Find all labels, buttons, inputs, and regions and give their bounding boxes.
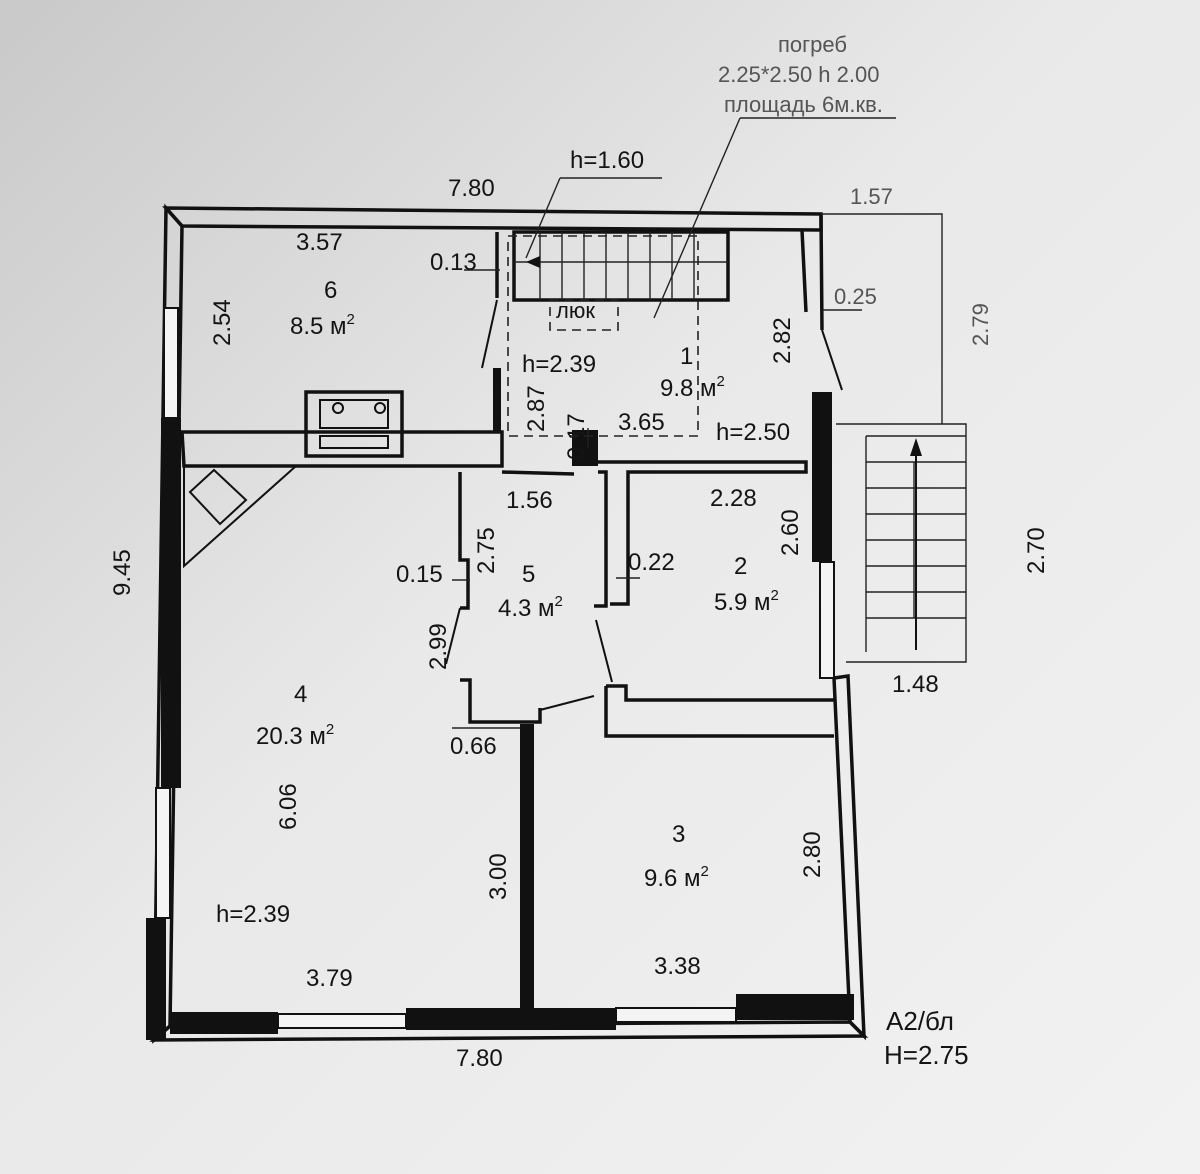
stamp-line-1: А2/бл [886,1006,954,1036]
leader-lines [452,117,896,729]
wall-segment-bottom-2 [406,1008,616,1030]
wall-segment-left [161,418,181,788]
room-1-area: 9.8 м2 [660,373,725,402]
porch [821,213,967,663]
dim-room6-height: 2.54 [209,299,236,346]
dim-partition-height: 3.00 [485,853,512,900]
dim-wall-013: 0.13 [430,249,477,276]
hatch-label: люк [556,298,595,323]
window-right [819,561,835,679]
dim-steps-height: 2.70 [1023,527,1050,574]
wall-segment-bottom-1 [170,1012,278,1034]
dim-room4-height: 6.06 [275,783,302,830]
dim-porch-wall: 0.25 [834,284,877,309]
stove [304,390,404,458]
stamp-line-2: Н=2.75 [884,1040,969,1070]
dim-bottom-width: 7.80 [456,1045,503,1072]
dim-wall-015: 0.15 [396,561,443,588]
room-6-area: 8.5 м2 [290,311,355,340]
dim-top-width: 7.80 [448,175,495,202]
cellar-area: площадь 6м.кв. [724,92,883,117]
hall-height: h=2.50 [716,419,790,446]
dim-room3-width: 3.38 [654,953,701,980]
dim-porch-depth: 2.79 [968,303,993,346]
stair-height-label: h=1.60 [570,147,644,174]
cellar-outline [507,235,699,437]
room-1-height: h=2.39 [522,351,596,378]
dim-porch-width: 1.57 [850,184,893,209]
window-left-lower [155,787,171,919]
room-6-number: 6 [324,277,337,304]
wall-segment-right [812,392,832,562]
room-3-area: 9.6 м2 [644,863,709,892]
dim-corridor-height: 2.75 [473,527,500,574]
room-4-height: h=2.39 [216,901,290,928]
room-3-number: 3 [672,821,685,848]
interior-stairs [512,230,730,302]
dim-room2-height: 2.60 [777,509,804,556]
room-2-area: 5.9 м2 [714,587,779,616]
dim-room4-width: 3.79 [306,965,353,992]
wall-segment-bottom-3 [736,994,854,1020]
cellar-size: 2.25*2.50 h 2.00 [718,62,879,87]
window-bottom-2 [615,1007,737,1023]
dim-wall-017: 0.17 [563,413,590,460]
room-5-area: 4.3 м2 [498,593,563,622]
dim-stair-height: 2.87 [523,385,550,432]
dim-corridor-lower: 2.99 [425,623,452,670]
room-4-area: 20.3 м2 [256,721,334,750]
dim-steps-width: 1.48 [892,671,939,698]
dim-wall-022: 0.22 [628,549,675,576]
room-1-number: 1 [680,343,693,370]
dim-wall-066: 0.66 [450,733,497,760]
room-5-number: 5 [522,561,535,588]
window-bottom-1 [277,1013,407,1029]
dim-room6-width: 3.57 [296,229,343,256]
dim-corridor-width: 1.56 [506,487,553,514]
cellar-title: погреб [778,32,847,57]
dim-room1-width: 3.65 [618,409,665,436]
wall-segment-left-bottom [146,918,166,1040]
dim-room2-width: 2.28 [710,485,757,512]
room-4-number: 4 [294,681,307,708]
dim-left-height: 9.45 [109,549,136,596]
room-2-number: 2 [734,553,747,580]
dim-room3-height: 2.80 [799,831,826,878]
fireplace [183,465,299,569]
window-left-upper [163,307,179,419]
dim-room1-height: 2.82 [769,317,796,364]
